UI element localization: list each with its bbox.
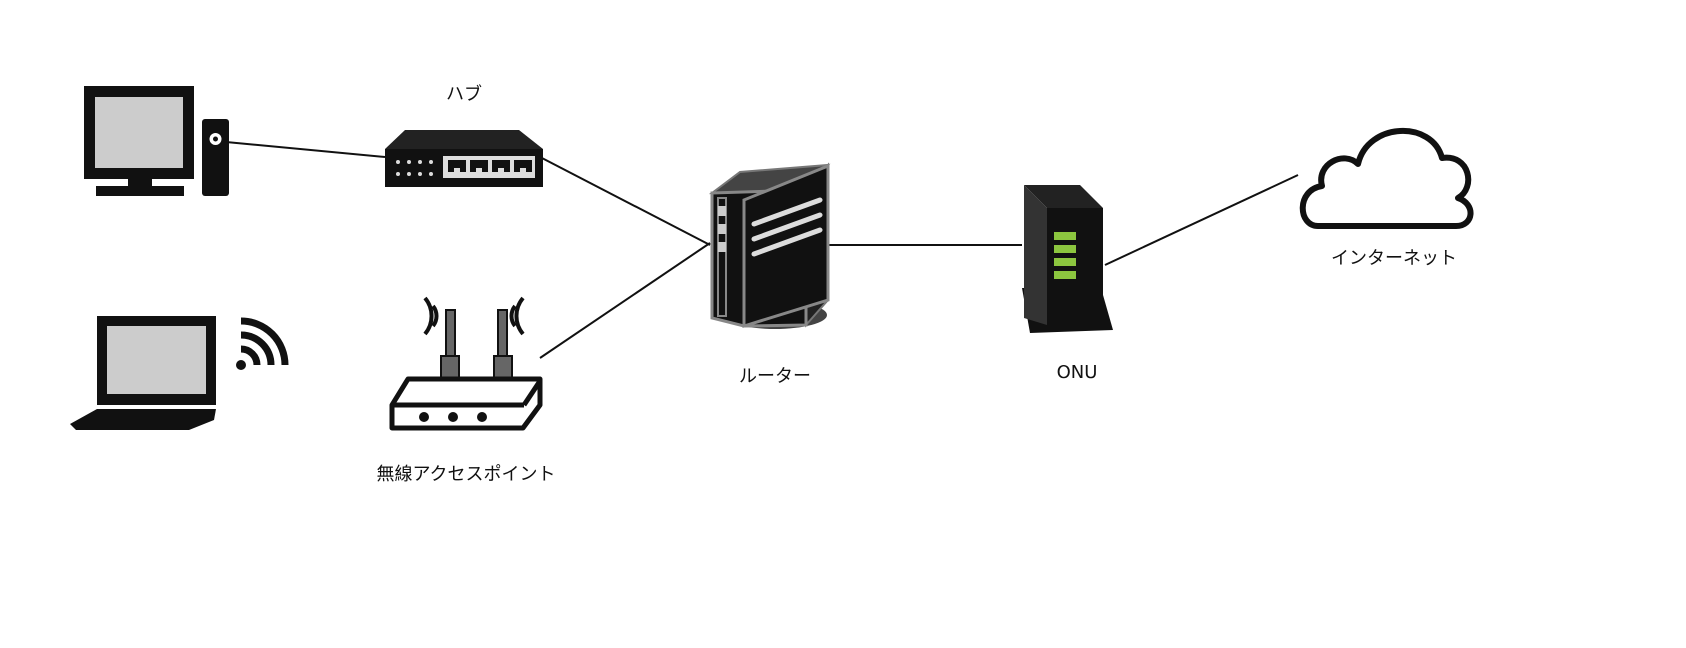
laptop-icon [70, 316, 216, 430]
link-onu-internet [1104, 174, 1299, 266]
internet-label: インターネット [1331, 248, 1457, 269]
router-icon [708, 162, 831, 329]
link-ap-router [539, 242, 711, 359]
wifi-signal-icon [236, 317, 289, 370]
onu-label: ONU [1056, 362, 1098, 383]
router-label: ルーター [739, 366, 811, 387]
link-desktop-hub [225, 141, 386, 158]
hub-label: ハブ [446, 84, 482, 105]
access-point-label: 無線アクセスポイント [376, 464, 556, 485]
wireless-access-point-icon [389, 296, 543, 431]
link-hub-router [539, 156, 711, 246]
network-hub-icon [385, 130, 543, 187]
desktop-computer-icon [84, 86, 229, 196]
cloud-icon [1299, 127, 1474, 229]
onu-icon [1022, 185, 1113, 333]
